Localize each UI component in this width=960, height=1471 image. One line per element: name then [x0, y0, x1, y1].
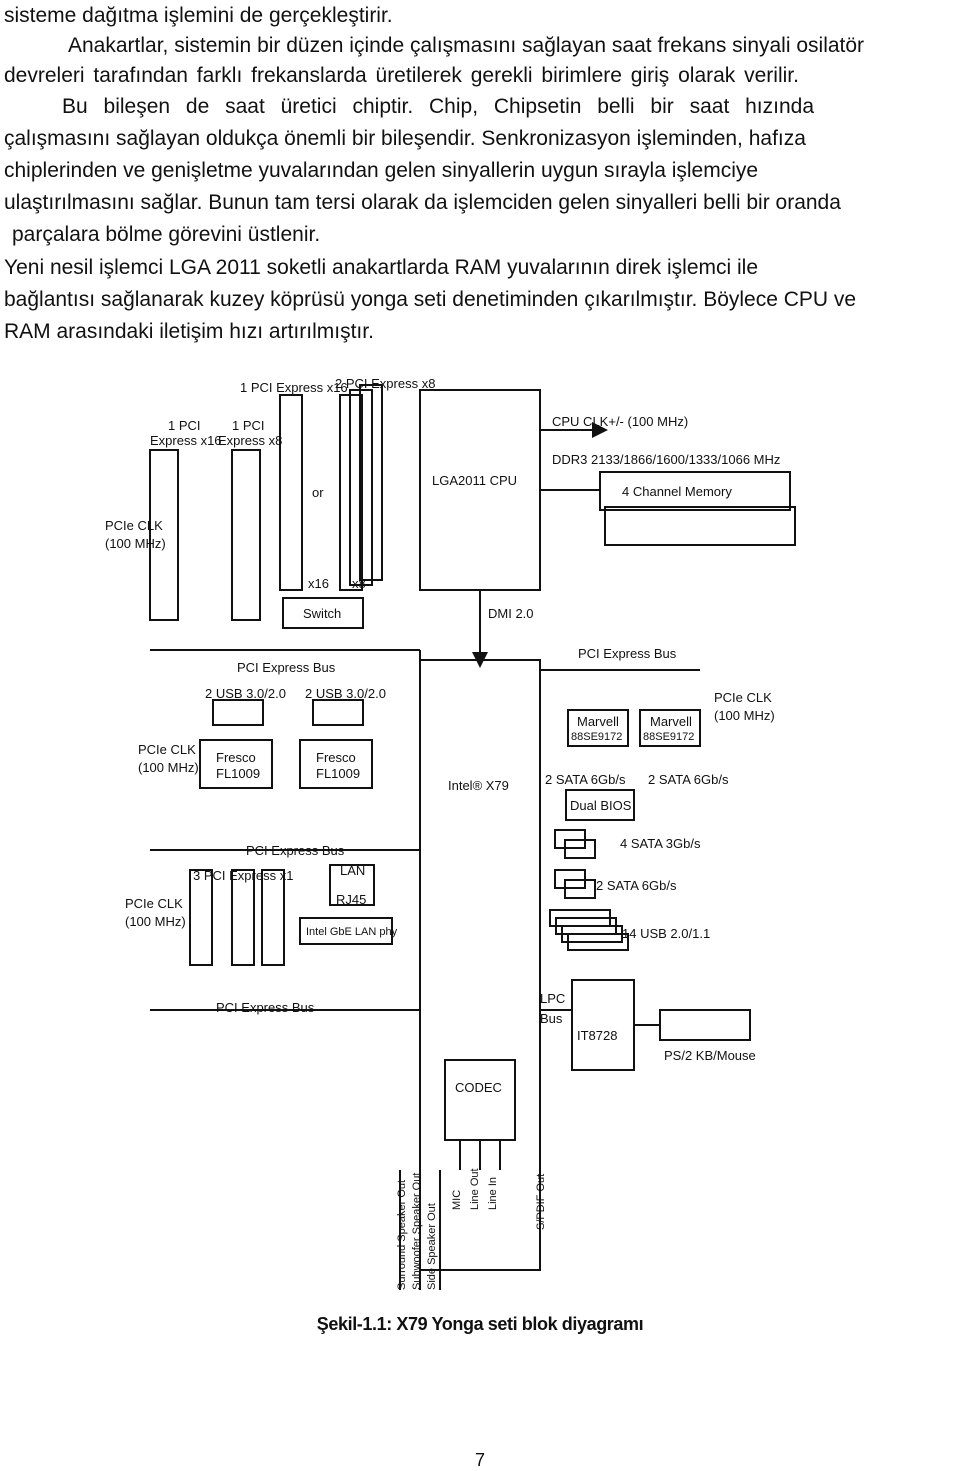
- diag-label: PCI Express Bus: [246, 843, 345, 858]
- diag-label: 2 USB 3.0/2.0: [205, 686, 286, 701]
- diag-label: 2 USB 3.0/2.0: [305, 686, 386, 701]
- text-line: Anakartlar, sistemin bir düzen içinde ça…: [68, 34, 865, 57]
- diag-label: 2 PCI Express x8: [335, 376, 435, 391]
- diag-label: FL1009: [316, 766, 360, 781]
- diag-label: Intel GbE LAN phy: [306, 926, 398, 938]
- diag-label: (100 MHz): [125, 914, 186, 929]
- audio-label: Subwoofer Speaker Out: [411, 1173, 423, 1290]
- diag-label: Express x16: [150, 433, 222, 448]
- diag-label: RJ45: [336, 892, 366, 907]
- diag-label: 2 SATA 6Gb/s: [648, 772, 729, 787]
- diag-label: LPC: [540, 991, 565, 1006]
- diag-label: (100 MHz): [105, 536, 166, 551]
- diag-label: LAN: [340, 863, 365, 878]
- diag-label: or: [312, 485, 324, 500]
- diag-label: 88SE9172: [571, 731, 622, 743]
- text-line: çalışmasını sağlayan oldukça önemli bir …: [4, 127, 806, 150]
- diag-label: Marvell: [650, 714, 692, 729]
- audio-label: Line In: [487, 1177, 499, 1210]
- diag-label: FL1009: [216, 766, 260, 781]
- diag-label: Fresco: [316, 750, 356, 765]
- text-line: bağlantısı sağlanarak kuzey köprüsü yong…: [4, 288, 857, 311]
- diag-label: LGA2011 CPU: [432, 473, 517, 488]
- figure-caption: Şekil-1.1: X79 Yonga seti blok diyagramı: [316, 1314, 644, 1334]
- diag-label: x16: [308, 576, 329, 591]
- diag-label: 4 Channel Memory: [622, 484, 732, 499]
- text-line: Bu bileşen de saat üretici chiptir. Chip…: [62, 95, 815, 118]
- diag-label: 14 USB 2.0/1.1: [622, 926, 710, 941]
- diag-label: (100 MHz): [138, 760, 199, 775]
- audio-label: Surround Speaker Out: [396, 1180, 408, 1290]
- text-line: chiplerinden ve genişletme yuvalarından …: [4, 159, 759, 182]
- diag-label: PCI Express Bus: [237, 660, 336, 675]
- audio-label: Side Speaker Out: [426, 1203, 438, 1290]
- x79-block-diagram: 1 PCI Express x16 2 PCI Express x8 1 PCI…: [105, 376, 796, 1290]
- diag-label: CPU CLK+/- (100 MHz): [552, 414, 688, 429]
- diag-label: 1 PCI Express x16: [240, 380, 348, 395]
- text-line: parçalara bölme görevini üstlenir.: [12, 223, 321, 246]
- diag-label: PCIe CLK: [714, 690, 772, 705]
- diag-label: 3 PCI Express x1: [193, 868, 293, 883]
- diag-label: Fresco: [216, 750, 256, 765]
- diag-label: Dual BIOS: [570, 798, 632, 813]
- diag-label: IT8728: [577, 1028, 617, 1043]
- diag-label: 1 PCI: [168, 418, 201, 433]
- diag-label: (100 MHz): [714, 708, 775, 723]
- diag-label: 88SE9172: [643, 731, 694, 743]
- diag-label: x8: [352, 576, 366, 591]
- diag-label: PS/2 KB/Mouse: [664, 1048, 756, 1063]
- audio-label: MIC: [451, 1190, 463, 1210]
- diag-label: 1 PCI: [232, 418, 265, 433]
- diag-label: Bus: [540, 1011, 563, 1026]
- diag-label: 4 SATA 3Gb/s: [620, 836, 701, 851]
- diag-label: 2 SATA 6Gb/s: [545, 772, 626, 787]
- diag-label: CODEC: [455, 1080, 502, 1095]
- diag-label: DMI 2.0: [488, 606, 534, 621]
- text-line: devreleri tarafından farklı frekanslarda…: [4, 64, 799, 87]
- cpu-block: [419, 389, 541, 591]
- codec-block: [444, 1059, 516, 1141]
- diag-label: PCIe CLK: [105, 518, 163, 533]
- switch-block: [282, 597, 364, 629]
- page-number: 7: [474, 1450, 485, 1470]
- text-line: RAM arasındaki iletişim hızı artırılmışt…: [4, 320, 374, 343]
- text-line: sisteme dağıtma işlemini de gerçekleştir…: [4, 4, 393, 27]
- diag-label: Intel® X79: [448, 778, 509, 793]
- diag-label: PCIe CLK: [125, 896, 183, 911]
- audio-label: Line Out: [469, 1168, 481, 1210]
- audio-label: S/PDIF Out: [535, 1174, 547, 1230]
- text-line: ulaştırılmasını sağlar. Bunun tam tersi …: [4, 191, 841, 214]
- diag-label: Marvell: [577, 714, 619, 729]
- text-line: Yeni nesil işlemci LGA 2011 soketli anak…: [4, 256, 759, 279]
- diag-label: PCI Express Bus: [216, 1000, 315, 1015]
- diag-label: PCI Express Bus: [578, 646, 677, 661]
- diag-label: DDR3 2133/1866/1600/1333/1066 MHz: [552, 452, 780, 467]
- diag-label: 2 SATA 6Gb/s: [596, 878, 677, 893]
- diag-label: PCIe CLK: [138, 742, 196, 757]
- pcie-slot: [279, 394, 303, 591]
- diag-label: Switch: [303, 606, 341, 621]
- pcie-slot: [149, 449, 179, 621]
- pcie-slot: [231, 449, 261, 621]
- diag-label: Express x8: [218, 433, 282, 448]
